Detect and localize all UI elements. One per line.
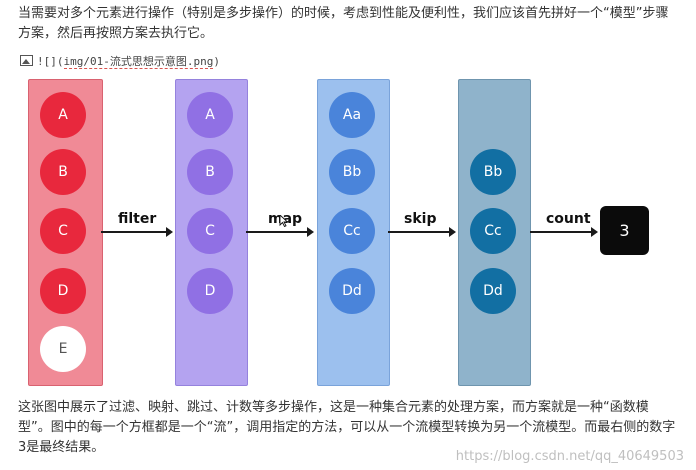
image-markdown-prefix: ![](	[37, 55, 64, 68]
image-markdown-line: ![](img/01-流式思想示意图.png)	[20, 54, 220, 70]
arrow-filter	[101, 227, 173, 237]
stream-element: Aa	[329, 92, 375, 138]
stream-element: Dd	[329, 268, 375, 314]
stream-element: Dd	[470, 268, 516, 314]
stream-element: C	[187, 208, 233, 254]
stream-element: B	[40, 149, 86, 195]
arrow-map	[246, 227, 314, 237]
stream-element: E	[40, 326, 86, 372]
mouse-pointer-icon	[279, 215, 289, 227]
stream-element: B	[187, 149, 233, 195]
stream-element: D	[187, 268, 233, 314]
count-result: 3	[600, 206, 649, 255]
arrow-skip	[388, 227, 456, 237]
stream-element: Bb	[470, 149, 516, 195]
stream-element: Cc	[470, 208, 516, 254]
watermark: https://blog.csdn.net/qq_40649503	[455, 449, 684, 464]
stream-element: A	[40, 92, 86, 138]
stream-element: Bb	[329, 149, 375, 195]
operation-label-filter: filter	[118, 211, 157, 227]
intro-paragraph: 当需要对多个元素进行操作（特别是多步操作）的时候，考虑到性能及便利性，我们应该首…	[18, 6, 669, 41]
arrow-count	[530, 227, 598, 237]
image-markdown-path[interactable]: img/01-流式思想示意图.png	[63, 55, 214, 69]
broken-image-icon	[20, 55, 33, 66]
stream-element: A	[187, 92, 233, 138]
image-markdown-suffix: )	[213, 55, 220, 68]
operation-label-skip: skip	[404, 211, 437, 227]
stream-element: C	[40, 208, 86, 254]
operation-label-map: map	[268, 211, 303, 227]
explanation-paragraph: 这张图中展示了过滤、映射、跳过、计数等多步操作，这是一种集合元素的处理方案，而方…	[18, 400, 676, 455]
stream-element: Cc	[329, 208, 375, 254]
stream-element: D	[40, 268, 86, 314]
operation-label-count: count	[546, 211, 591, 227]
